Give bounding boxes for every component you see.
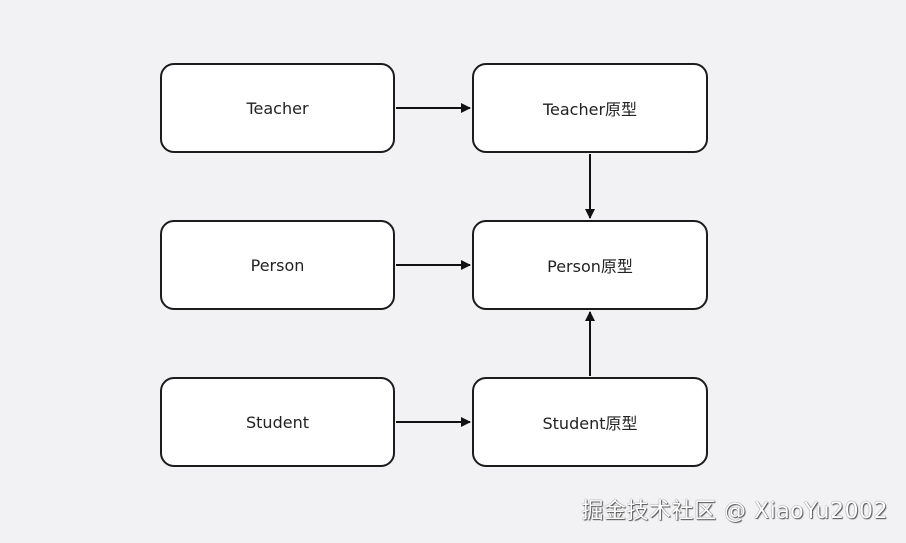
node-student[interactable]: Student: [160, 377, 395, 467]
node-student-prototype[interactable]: Student原型: [472, 377, 708, 467]
node-label: Teacher原型: [542, 100, 638, 119]
node-label: Person: [250, 255, 305, 275]
node-person[interactable]: Person: [160, 220, 395, 310]
node-label: Student原型: [542, 414, 638, 433]
node-person-prototype[interactable]: Person原型: [472, 220, 708, 310]
watermark: 掘金技术社区 @ XiaoYu2002: [581, 499, 888, 524]
node-label: Person原型: [547, 257, 633, 276]
node-teacher-prototype[interactable]: Teacher原型: [472, 63, 708, 153]
node-teacher[interactable]: Teacher: [160, 63, 395, 153]
node-label: Teacher: [246, 98, 309, 118]
node-label: Student: [246, 412, 309, 432]
